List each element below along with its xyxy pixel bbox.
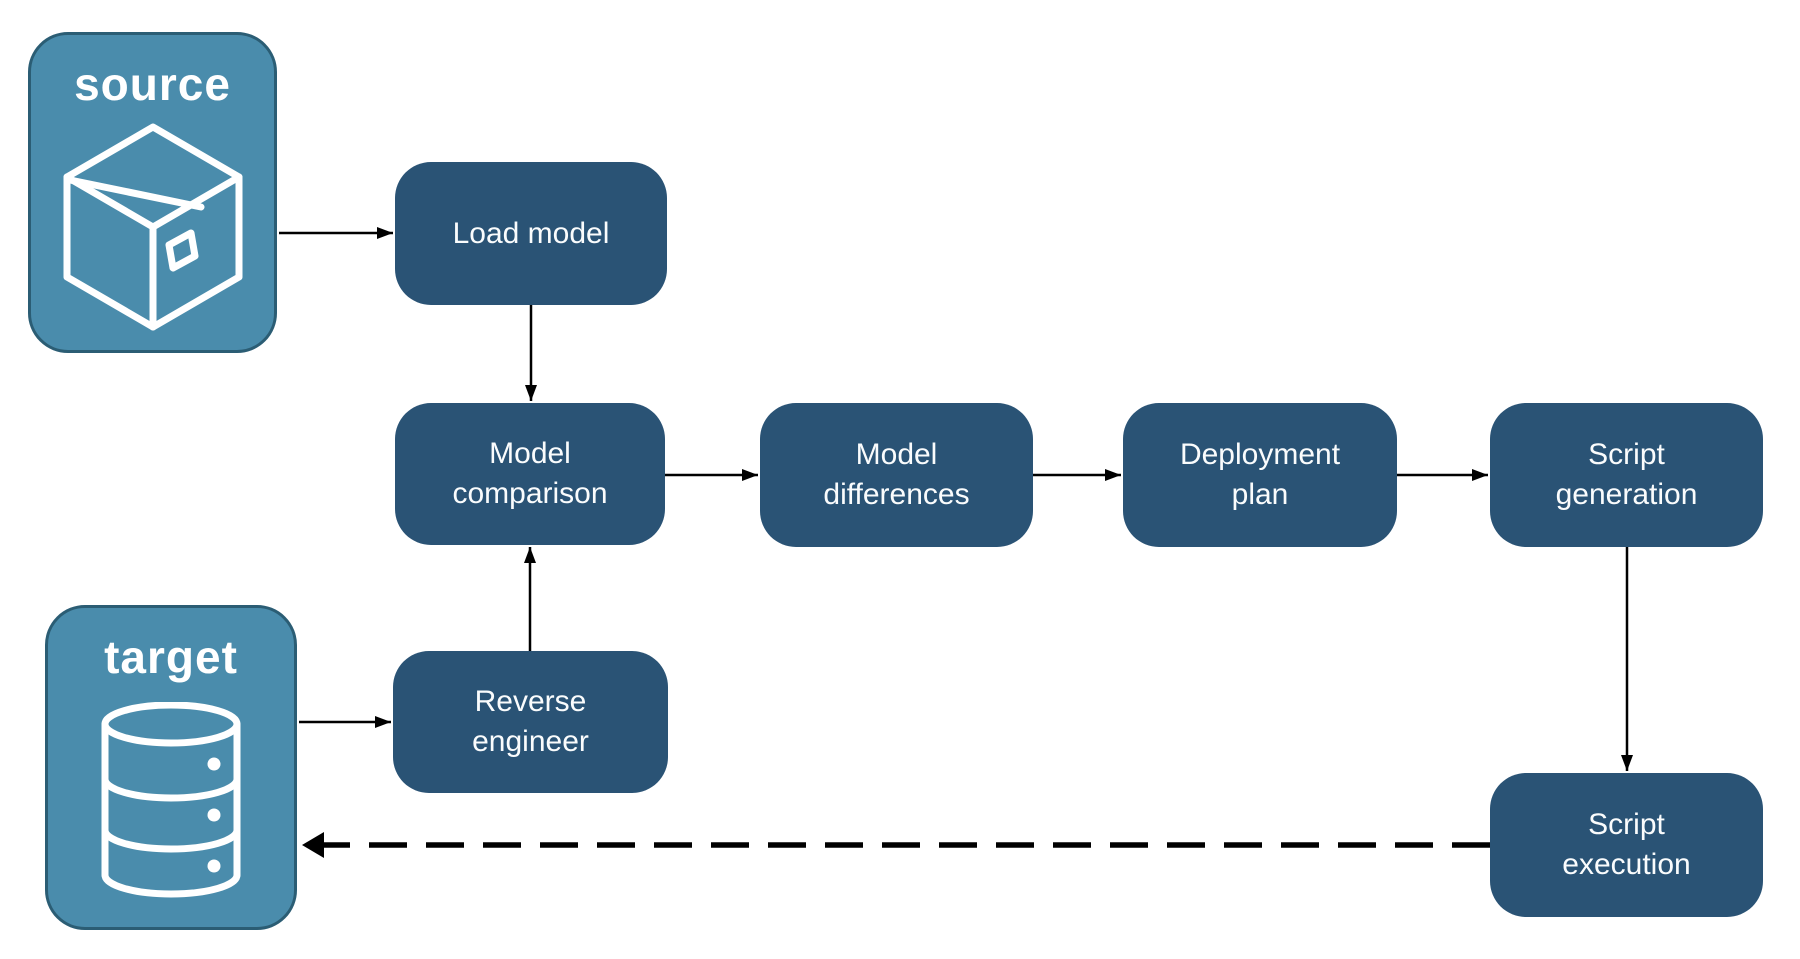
step-deployment-plan-label: Deployment plan [1179, 438, 1341, 511]
step-model-comparison: Model comparison [395, 403, 665, 545]
step-script-generation: Script generation [1490, 403, 1763, 547]
step-script-execution: Script execution [1490, 773, 1763, 917]
step-model-differences-label: Model differences [823, 438, 970, 511]
source-icon-wrap [31, 111, 274, 338]
terminal-target: target [45, 605, 297, 930]
step-model-comparison-label: Model comparison [452, 437, 608, 510]
step-script-generation-label: Script generation [1555, 438, 1698, 511]
source-label: source [74, 58, 231, 110]
terminal-source: source [28, 32, 277, 353]
step-script-execution-label: Script execution [1562, 808, 1691, 881]
package-icon [63, 123, 242, 330]
step-reverse-engineer-label: Reverse engineer [472, 685, 589, 758]
target-icon-wrap [48, 684, 294, 915]
step-load-model-label: Load model [452, 216, 610, 250]
step-load-model: Load model [395, 162, 667, 305]
step-reverse-engineer: Reverse engineer [393, 651, 668, 793]
database-icon [101, 701, 241, 897]
target-label: target [104, 631, 238, 683]
step-model-differences: Model differences [760, 403, 1033, 547]
step-deployment-plan: Deployment plan [1123, 403, 1397, 547]
